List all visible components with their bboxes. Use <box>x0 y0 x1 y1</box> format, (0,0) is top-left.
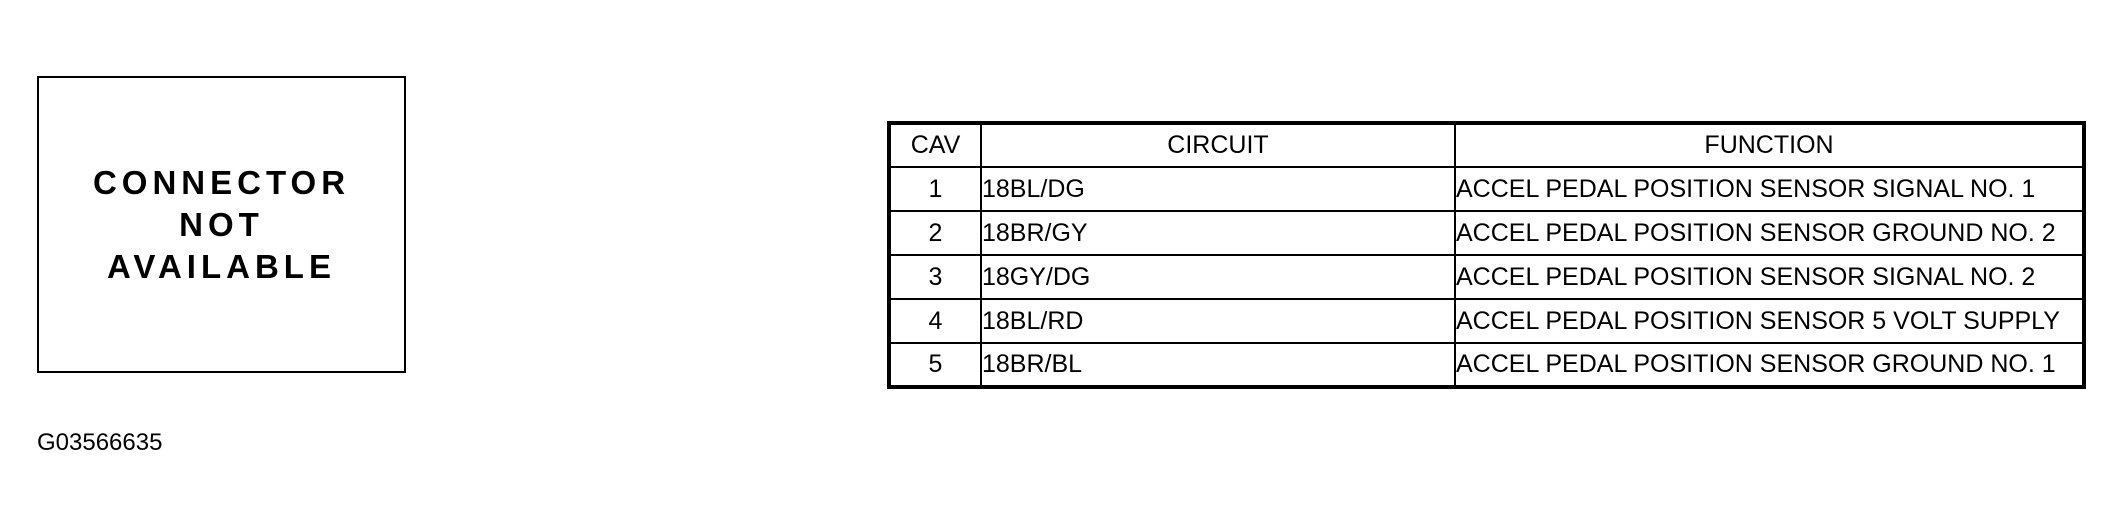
cav-cell: 4 <box>888 298 982 344</box>
cav-cell: 2 <box>888 210 982 256</box>
table-row: 1 18BL/DG ACCEL PEDAL POSITION SENSOR SI… <box>888 166 2085 212</box>
function-cell: ACCEL PEDAL POSITION SENSOR GROUND NO. 2 <box>1454 210 2085 256</box>
function-cell: ACCEL PEDAL POSITION SENSOR 5 VOLT SUPPL… <box>1454 298 2085 344</box>
table-row: 2 18BR/GY ACCEL PEDAL POSITION SENSOR GR… <box>888 210 2085 256</box>
function-cell: ACCEL PEDAL POSITION SENSOR SIGNAL NO. 2 <box>1454 254 2085 300</box>
header-function: FUNCTION <box>1454 122 2085 168</box>
connector-label-line-2: NOT <box>179 205 264 243</box>
circuit-cell: 18BR/BL <box>980 342 1456 388</box>
function-cell: ACCEL PEDAL POSITION SENSOR GROUND NO. 1 <box>1454 342 2085 388</box>
figure-id: G03566635 <box>37 429 163 456</box>
table-row: 3 18GY/DG ACCEL PEDAL POSITION SENSOR SI… <box>888 254 2085 300</box>
connector-placeholder-box: CONNECTOR NOT AVAILABLE <box>37 76 406 373</box>
circuit-cell: 18BL/RD <box>980 298 1456 344</box>
circuit-cell: 18BR/GY <box>980 210 1456 256</box>
circuit-cell: 18GY/DG <box>980 254 1456 300</box>
header-cav: CAV <box>888 122 982 168</box>
connector-label-line-3: AVAILABLE <box>107 247 336 285</box>
table-row: 4 18BL/RD ACCEL PEDAL POSITION SENSOR 5 … <box>888 298 2085 344</box>
header-circuit: CIRCUIT <box>980 122 1456 168</box>
pinout-table: CAV CIRCUIT FUNCTION 1 18BL/DG ACCEL PED… <box>887 121 2086 389</box>
function-cell: ACCEL PEDAL POSITION SENSOR SIGNAL NO. 1 <box>1454 166 2085 212</box>
table-row: 5 18BR/BL ACCEL PEDAL POSITION SENSOR GR… <box>888 342 2085 388</box>
connector-label-line-1: CONNECTOR <box>92 163 351 201</box>
cav-cell: 1 <box>888 166 982 212</box>
circuit-cell: 18BL/DG <box>980 166 1456 212</box>
cav-cell: 5 <box>888 342 982 388</box>
table-header-row: CAV CIRCUIT FUNCTION <box>888 122 2085 168</box>
cav-cell: 3 <box>888 254 982 300</box>
